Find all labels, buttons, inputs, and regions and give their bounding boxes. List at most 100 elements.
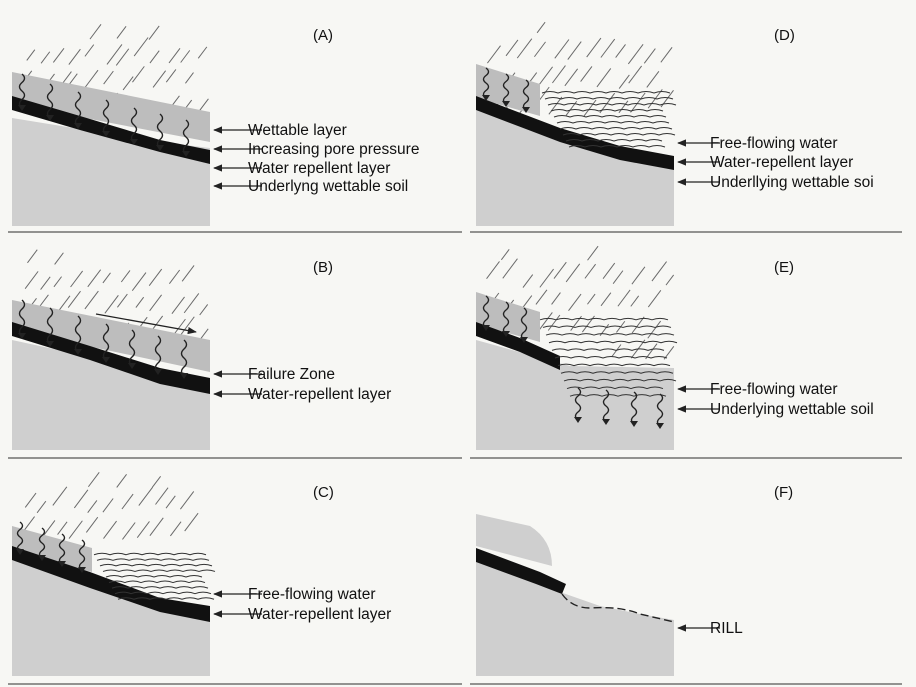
rain-streak	[533, 41, 546, 58]
rain-streak	[548, 96, 563, 115]
infiltration-squiggle	[18, 73, 26, 109]
water-repellent-layer-f	[476, 548, 566, 594]
callout-water-repellent-layer-c: Water-repellent layer	[248, 606, 391, 623]
rain-streak	[630, 295, 640, 307]
rain-streak	[551, 292, 561, 305]
free-flowing-water-e	[539, 317, 678, 397]
soil-c	[12, 552, 210, 676]
rain-streak	[180, 316, 195, 336]
panel-label-c: (C)	[313, 484, 334, 501]
rain-streak	[179, 491, 195, 510]
infiltration-arrowhead	[602, 419, 610, 425]
rain-streak	[600, 38, 616, 58]
callout-free-flowing-water-d: Free-flowing water	[710, 135, 838, 152]
infiltration-squiggle	[520, 307, 528, 341]
water-wave-line	[102, 569, 216, 572]
rain-streak	[67, 290, 81, 308]
callout-wettable-layer: Wettable layer	[248, 122, 347, 139]
rain-streak	[104, 295, 119, 314]
rain-streak	[38, 294, 49, 308]
panel-label-a: (A)	[313, 27, 333, 44]
rain-streak	[612, 270, 624, 284]
panel-c: (C) Free-flowing water Water-repellent l…	[12, 471, 391, 676]
rain-streak	[168, 269, 181, 284]
infiltration-arrowhead	[502, 331, 510, 337]
panel-label-d: (D)	[774, 27, 795, 44]
infiltration-arrowhead	[156, 145, 164, 151]
infiltration-arrowhead	[58, 561, 66, 567]
rain-streak	[171, 296, 185, 315]
infiltration-squiggle	[74, 91, 82, 127]
water-wave-line	[563, 378, 677, 382]
infiltration-squiggle	[78, 539, 86, 571]
infiltration-squiggle	[102, 99, 110, 135]
water-wave-line	[542, 325, 672, 328]
water-wave-line	[105, 575, 203, 578]
rain-streak	[647, 290, 662, 308]
infiltration-arrowhead	[502, 101, 510, 107]
rain-streak	[155, 487, 169, 505]
rain-streak	[660, 47, 673, 63]
water-wave-line	[548, 340, 678, 344]
rain-streak	[615, 44, 626, 58]
callout-water-repellent-layer-a: Water repellent layer	[248, 160, 390, 177]
rain-streak	[54, 252, 64, 265]
callouts-d: Free-flowing water Water-repellent layer…	[677, 135, 874, 191]
infiltration-arrowhead	[74, 349, 82, 355]
infiltration-arrowhead	[128, 363, 136, 369]
infiltration-squiggle	[156, 113, 164, 149]
rain-streak	[617, 289, 631, 307]
rain-streak	[553, 261, 567, 279]
rain-streak	[148, 268, 163, 287]
water-wave-line	[550, 109, 664, 112]
rain-streak	[116, 25, 127, 39]
panel-f: (F) RILL	[476, 484, 793, 676]
free-flowing-water-c	[93, 552, 216, 600]
infiltration-squiggle	[46, 307, 54, 345]
rain-streak	[52, 47, 65, 63]
infiltration-arrowhead	[482, 95, 490, 101]
water-wave-line	[554, 356, 668, 359]
infiltration-squiggle	[46, 83, 54, 119]
rain-streak	[149, 517, 164, 536]
rain-streak	[40, 51, 51, 64]
infiltration-squiggle	[74, 315, 82, 353]
rain-streak	[89, 24, 102, 40]
rain-streak	[152, 70, 167, 88]
rain-streak	[27, 249, 38, 264]
infiltration-squiggle	[102, 323, 110, 361]
rain-streak	[535, 289, 548, 305]
soil-f	[476, 560, 674, 676]
rain-streak	[565, 263, 581, 283]
infiltration-arrowhead	[16, 549, 24, 555]
infiltration-squiggle	[128, 329, 136, 367]
rain-streak	[554, 39, 570, 59]
rain-streak	[643, 48, 656, 64]
rain-streak	[185, 72, 194, 84]
rain-streak	[165, 69, 177, 83]
rain-streak	[68, 520, 83, 539]
infiltration-arrowhead	[656, 423, 664, 429]
infiltration-arrowhead	[520, 337, 528, 343]
infiltration-squiggle	[182, 119, 190, 155]
water-wave-line	[544, 97, 674, 100]
rain-streak	[87, 500, 98, 513]
rain-streak	[536, 21, 546, 34]
rain-streak	[522, 274, 534, 288]
rain-streak	[136, 521, 150, 538]
rain-streak	[630, 92, 646, 113]
water-wave-line	[553, 115, 667, 118]
rain-streak	[24, 492, 37, 508]
rain-streak	[85, 516, 99, 533]
rill-line-f	[561, 593, 675, 623]
rain-streak	[121, 493, 134, 510]
rain-streak	[631, 316, 645, 334]
infiltration-arrowhead	[18, 333, 26, 339]
infiltration-arrowhead	[574, 417, 582, 423]
rain-streak	[103, 520, 117, 539]
wettable-layer-e	[476, 292, 540, 342]
rain-streak	[587, 245, 599, 261]
infiltration-squiggle	[482, 295, 490, 329]
water-wave-line	[559, 127, 673, 130]
rain-streak	[151, 475, 162, 488]
